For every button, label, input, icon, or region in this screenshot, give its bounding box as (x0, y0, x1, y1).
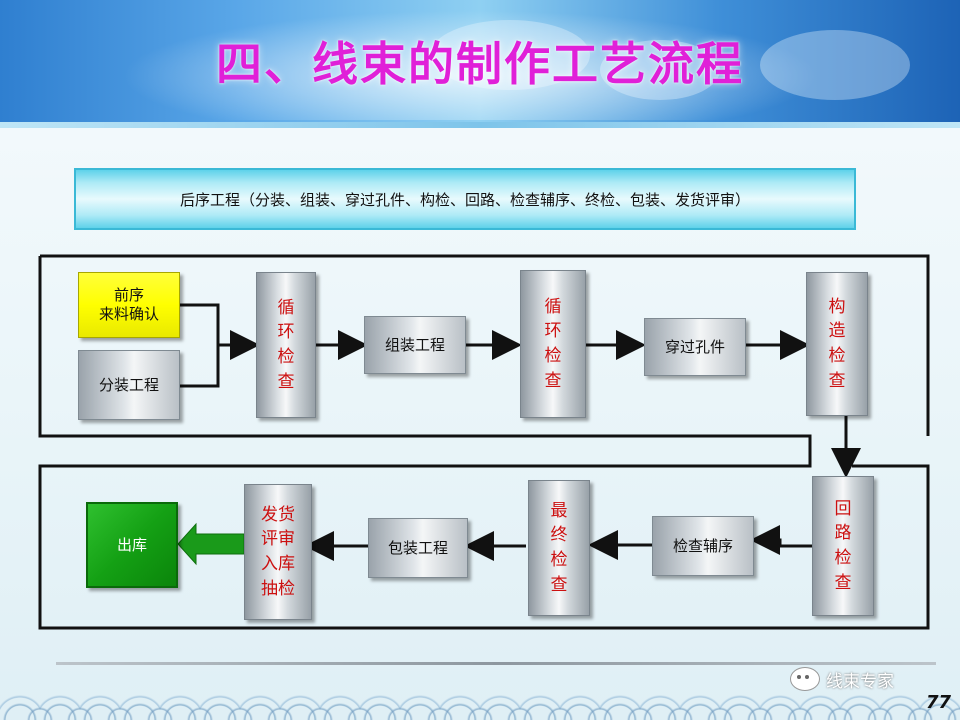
structure-check-box: 构 造 检 查 (806, 272, 868, 416)
brand-name: 线束专家 (826, 671, 894, 692)
circuit-check-label: 回 路 检 查 (834, 498, 852, 593)
merge-connector (180, 303, 220, 388)
page-number: 77 (926, 692, 952, 713)
wechat-icon (790, 667, 820, 691)
process-summary-text: 后序工程（分装、组装、穿过孔件、构检、回路、检查辅序、终检、包装、发货评审） (179, 190, 750, 209)
header-banner (0, 0, 960, 128)
arrow-to-inspection-aux (750, 525, 812, 555)
assembly-box: 组装工程 (364, 316, 466, 374)
packaging-box: 包装工程 (368, 518, 468, 578)
banner-divider (0, 122, 960, 128)
brand-mark: 线束专家 (790, 666, 894, 692)
sub-assembly-label: 分装工程 (98, 375, 159, 394)
assembly-label: 组装工程 (384, 335, 445, 354)
page-title: 四、线束的制作工艺流程 (216, 37, 744, 91)
through-hole-label: 穿过孔件 (664, 337, 725, 356)
pre-material-confirm-box: 前序 来料确认 (78, 272, 180, 338)
cycle-check-1-label: 循 环 检 查 (277, 297, 295, 392)
through-hole-box: 穿过孔件 (644, 318, 746, 376)
packaging-label: 包装工程 (387, 538, 448, 557)
arrow-to-warehouse (177, 522, 245, 566)
frame-outline (38, 254, 930, 630)
banner-glow (120, 10, 820, 120)
inspection-aux-box: 检查辅序 (652, 516, 754, 576)
final-check-box: 最 终 检 查 (528, 480, 590, 616)
inspection-aux-label: 检查辅序 (672, 536, 733, 555)
shipping-review-label: 发货 评审 入库 抽检 (261, 504, 295, 599)
process-summary-box: 后序工程（分装、组装、穿过孔件、构检、回路、检查辅序、终检、包装、发货评审） (74, 168, 856, 230)
pre-material-label: 前序 来料确认 (98, 286, 159, 323)
final-check-label: 最 终 检 查 (550, 500, 568, 595)
structure-check-label: 构 造 检 查 (828, 296, 846, 391)
cycle-check-2-box: 循 环 检 查 (520, 270, 586, 418)
cycle-check-2-label: 循 环 检 查 (544, 296, 562, 391)
circuit-check-box: 回 路 检 查 (812, 476, 874, 616)
footer-divider (56, 662, 936, 665)
shipping-review-box: 发货 评审 入库 抽检 (244, 484, 312, 620)
cycle-check-1-box: 循 环 检 查 (256, 272, 316, 418)
warehouse-out-box: 出库 (86, 502, 178, 588)
warehouse-out-label: 出库 (116, 535, 147, 554)
sub-assembly-box: 分装工程 (78, 350, 180, 420)
